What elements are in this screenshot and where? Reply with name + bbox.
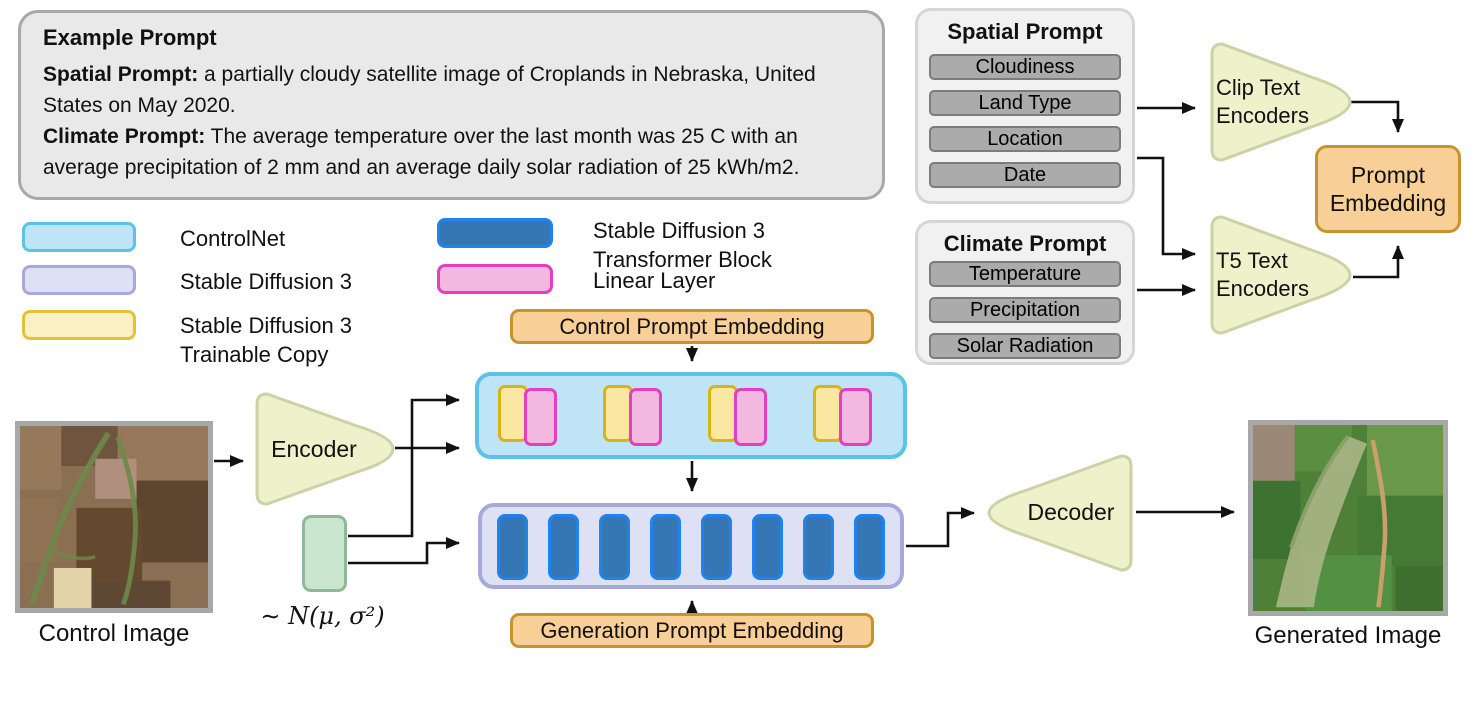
linear-layer	[629, 388, 662, 446]
control-prompt-embedding-box: Control Prompt Embedding	[510, 309, 874, 344]
controlnet-block	[475, 372, 907, 459]
spatial-prompt-box: Spatial Prompt Cloudiness Land Type Loca…	[915, 8, 1135, 204]
generation-prompt-embedding-box: Generation Prompt Embedding	[510, 613, 874, 648]
trainable-copy-layer	[708, 385, 738, 442]
linear-layer	[524, 388, 557, 446]
arrow-clip-to-prompt-embedding	[1351, 100, 1404, 133]
decoder-shape	[987, 454, 1133, 572]
prompt-item-location: Location	[929, 126, 1121, 152]
encoder-label: Encoder	[271, 435, 357, 462]
t5-text-encoders-shape	[1210, 215, 1352, 335]
arrow-noise-to-sd3	[348, 537, 460, 565]
prompt-item-date: Date	[929, 162, 1121, 188]
trainable-copy-layer	[498, 385, 528, 442]
legend-swatch-sd3	[22, 265, 136, 295]
linear-layer	[734, 388, 767, 446]
prompt-item-temperature: Temperature	[929, 261, 1121, 287]
climate-prompt-box: Climate Prompt Temperature Precipitation…	[915, 220, 1135, 365]
prompt-item-land-type: Land Type	[929, 90, 1121, 116]
legend-label-controlnet: ControlNet	[180, 226, 286, 251]
legend-swatch-sd3-trainable	[22, 310, 136, 340]
transformer-block	[497, 514, 528, 580]
trainable-copy-pair	[708, 385, 770, 451]
stable-diffusion-3-block	[478, 503, 904, 589]
example-prompt-panel: Example Prompt Spatial Prompt: a partial…	[18, 10, 885, 200]
legend-label-sd3: Stable Diffusion 3	[180, 269, 353, 294]
encoder-shape	[255, 392, 395, 506]
linear-layer	[839, 388, 872, 446]
arrow-t5-to-prompt-embedding	[1353, 245, 1404, 279]
legend-swatch-linear-layer	[437, 264, 553, 294]
prompt-item-solar-radiation: Solar Radiation	[929, 333, 1121, 359]
trainable-copy-pair	[498, 385, 560, 451]
climate-prompt-title: Climate Prompt	[943, 231, 1107, 256]
prompt-item-cloudiness: Cloudiness	[929, 54, 1121, 80]
transformer-block	[701, 514, 732, 580]
example-prompt-title: Example Prompt	[43, 25, 217, 50]
prompt-item-precipitation: Precipitation	[929, 297, 1121, 323]
trainable-copy-pair	[603, 385, 665, 451]
noise-distribution-label: ∼ N(μ, σ²)	[260, 602, 385, 630]
control-image	[15, 421, 213, 613]
generated-image	[1248, 420, 1448, 616]
transformer-block	[650, 514, 681, 580]
transformer-block	[854, 514, 885, 580]
spatial-prompt-title: Spatial Prompt	[947, 19, 1103, 44]
trainable-copy-pair	[813, 385, 875, 451]
spatial-prompt-text: Spatial Prompt: a partially cloudy satel…	[43, 63, 816, 117]
generated-image-label: Generated Image	[1254, 622, 1442, 649]
legend-label-sd3-trainable: Stable Diffusion 3 Trainable Copy	[180, 313, 353, 367]
climate-prompt-text: Climate Prompt: The average temperature …	[43, 125, 800, 179]
transformer-block	[803, 514, 834, 580]
legend-swatch-controlnet	[22, 222, 136, 252]
legend-swatch-transformer-block	[437, 218, 553, 248]
transformer-block	[548, 514, 579, 580]
arrow-spatial-to-t5	[1137, 156, 1196, 260]
transformer-block	[752, 514, 783, 580]
legend-label-transformer-block: Stable Diffusion 3 Transformer Block	[593, 218, 772, 272]
arrow-sd3-to-decoder	[906, 507, 975, 548]
control-image-label: Control Image	[38, 620, 190, 647]
legend-label-linear-layer: Linear Layer	[593, 268, 716, 293]
clip-text-encoders-shape	[1210, 42, 1352, 162]
decoder-label: Decoder	[1027, 498, 1115, 525]
transformer-block	[599, 514, 630, 580]
noise-latent-box	[302, 515, 347, 592]
